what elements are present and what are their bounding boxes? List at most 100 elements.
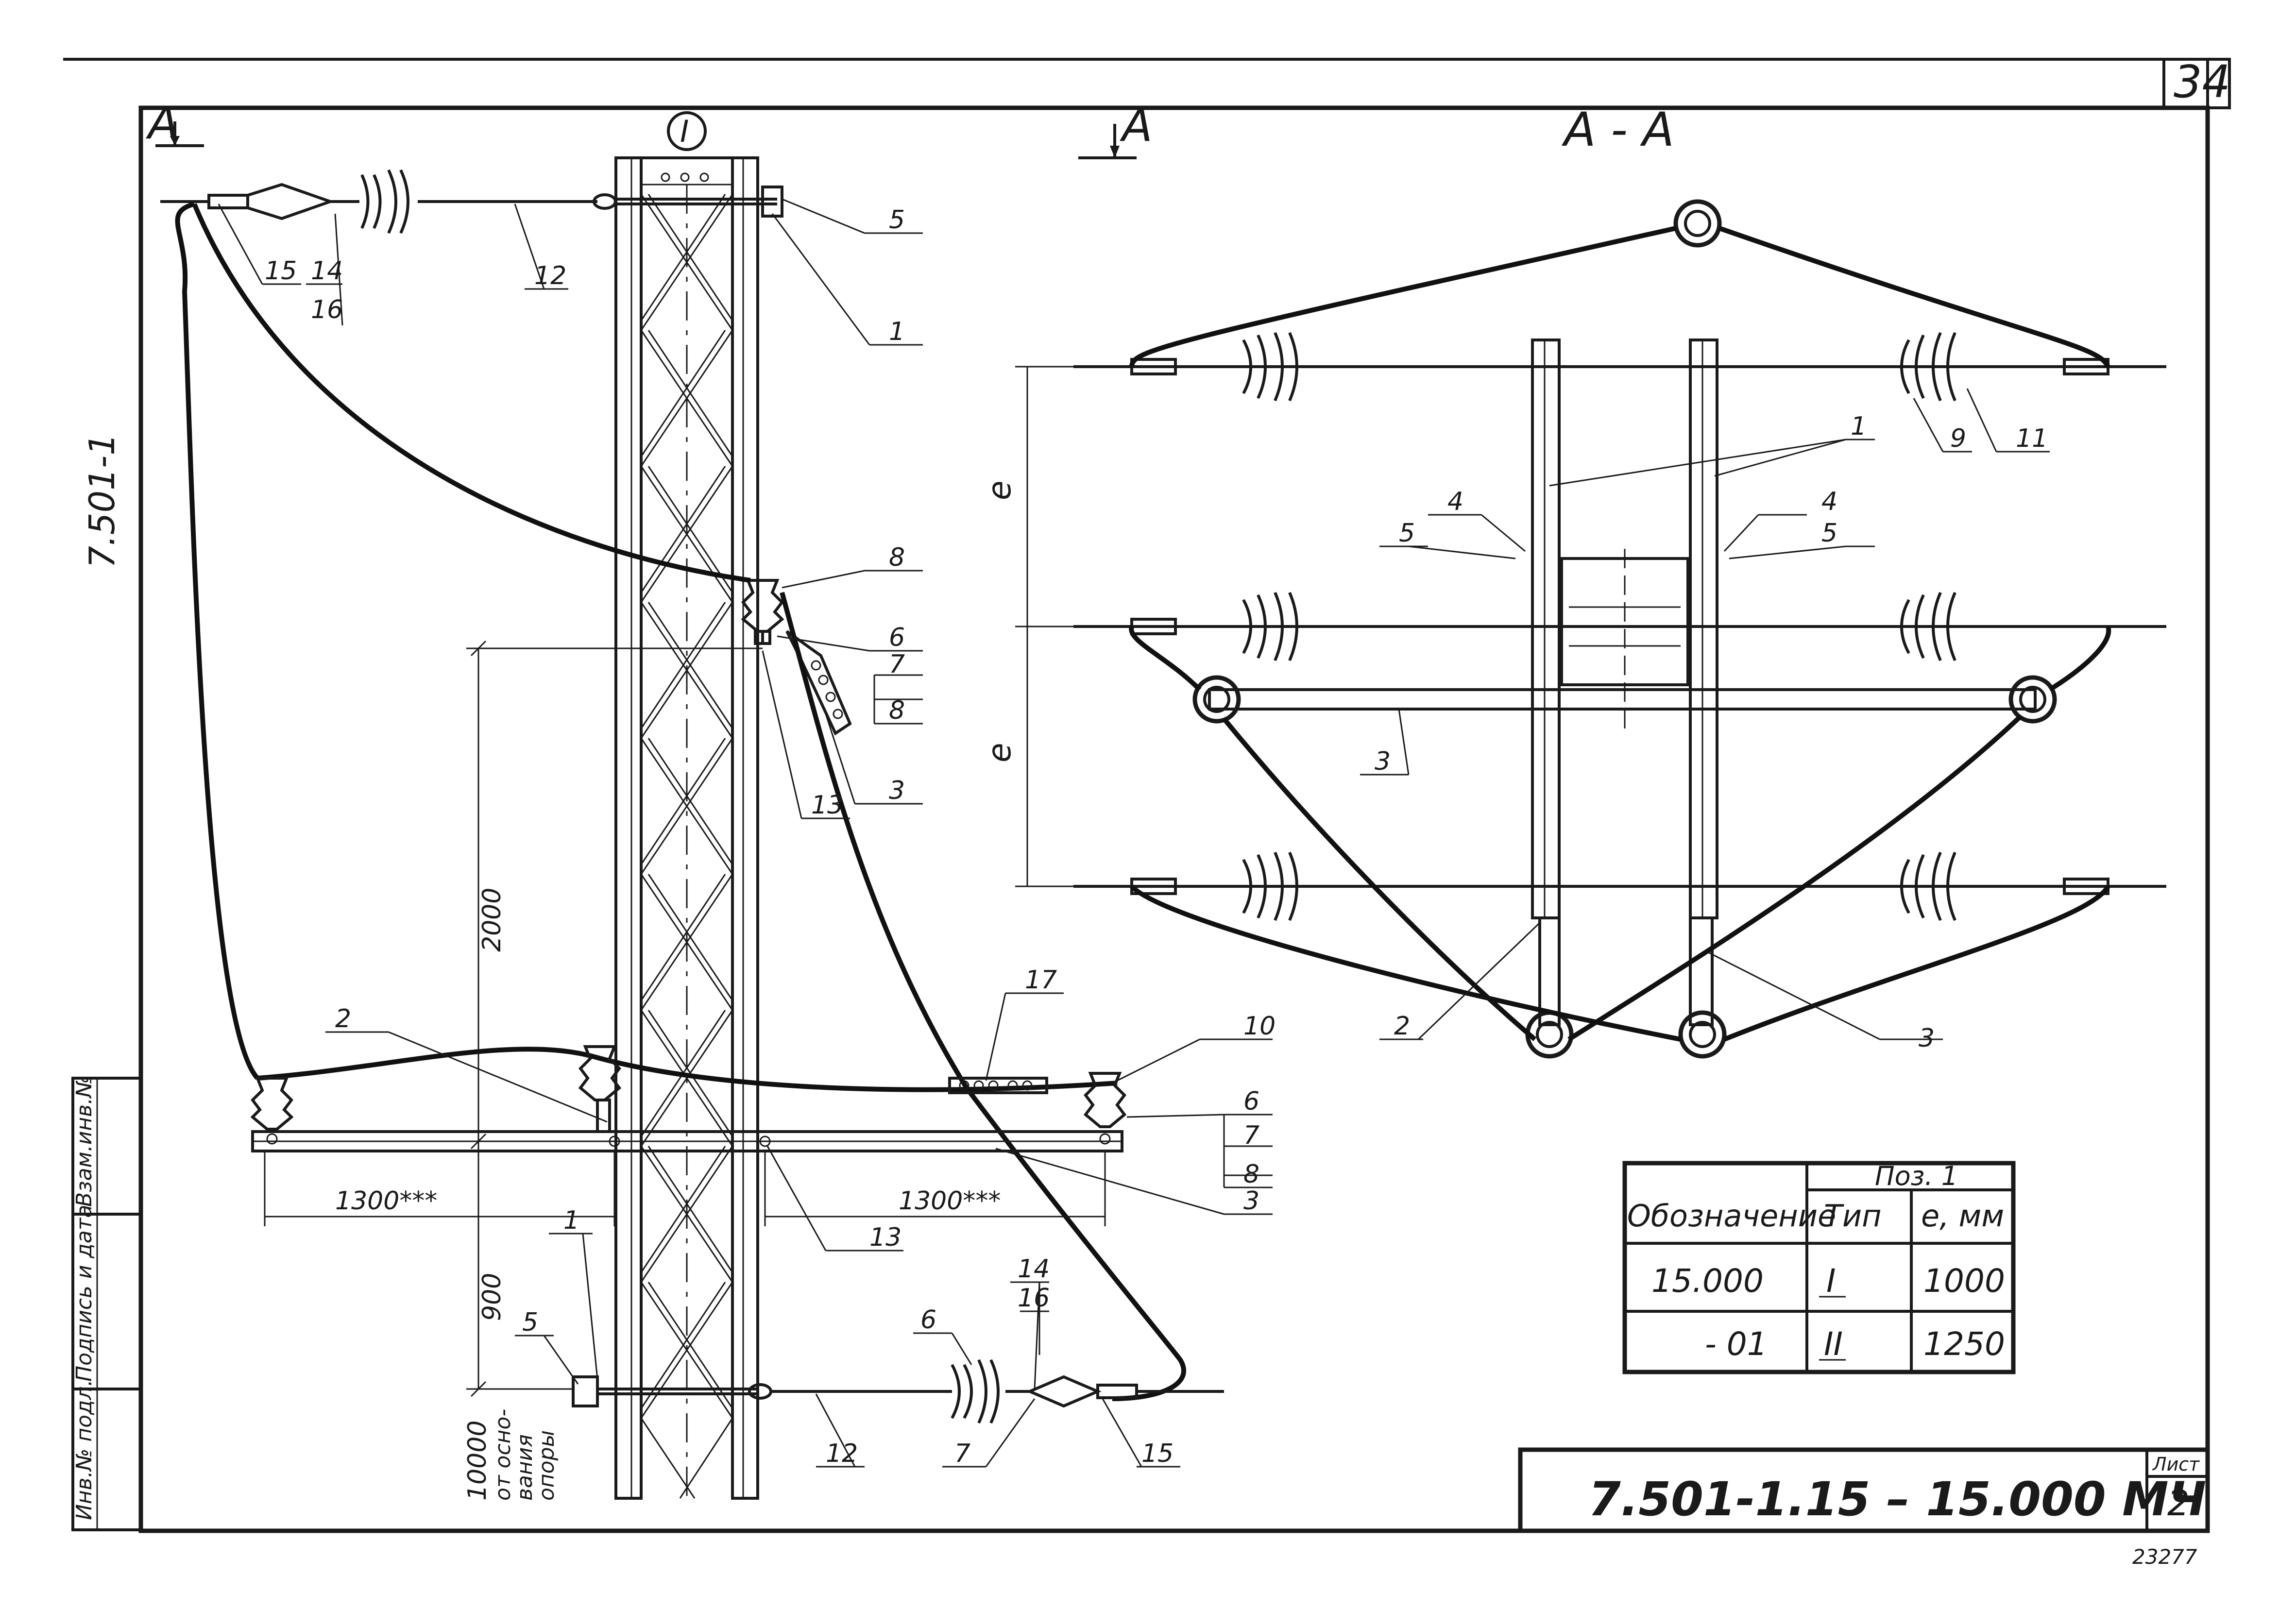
pole-mark-circle — [667, 111, 707, 151]
callout-3-mid: 3 — [889, 776, 905, 805]
dim-2000: 2000 — [477, 888, 507, 952]
parts-table — [1622, 1161, 2016, 1374]
page-corner-number: 34 — [2174, 56, 2230, 108]
table-row-1-type: I — [1826, 1262, 1836, 1300]
section-callout-5-right: 5 — [1821, 519, 1837, 548]
section-view — [1015, 199, 2166, 1059]
side-code: 7.501-1 — [82, 433, 122, 568]
stamp-inv-no: Инв.№ подл. — [72, 1379, 97, 1520]
section-cable-bottom-left — [1130, 884, 1681, 1042]
section-cable-bottom-right — [1723, 885, 2110, 1042]
callout-14-top: 14 — [311, 256, 343, 286]
cable-top-curve — [192, 203, 751, 583]
callout-6-low: 6 — [1243, 1087, 1259, 1116]
section-cable-mid-right — [2048, 626, 2111, 692]
archive-number: 23277 — [2132, 1545, 2197, 1569]
section-callout-4-right: 4 — [1821, 487, 1837, 516]
section-marker-right — [1078, 124, 1137, 159]
section-callout-11: 11 — [2016, 424, 2048, 453]
table-header-type: Тип — [1824, 1198, 1882, 1234]
stamp-replaced-inv: Взам.инв.№ — [72, 1075, 97, 1207]
callout-6-bot: 6 — [920, 1305, 936, 1335]
cable-right-run — [780, 592, 1186, 1401]
callout-14-bot: 14 — [1018, 1254, 1050, 1284]
stamp-signature-date: Подпись и дата — [72, 1205, 97, 1382]
table-row-2-type: II — [1824, 1325, 1843, 1363]
section-callout-4-left: 4 — [1447, 487, 1463, 516]
dim-base-note-2: вания — [512, 1434, 537, 1501]
section-cable-top-right — [1718, 226, 2110, 368]
table-row-2-length: 1250 — [1923, 1325, 2005, 1363]
bottom-strain-assembly — [572, 1359, 1224, 1424]
document-code: 7.501-1.15 – 15.000 МЧ — [1588, 1472, 2206, 1526]
lattice-pole — [614, 156, 759, 1500]
section-marker-right-label: A — [1120, 100, 1153, 152]
callout-2: 2 — [335, 1004, 351, 1033]
table-row-1-length: 1000 — [1923, 1262, 2005, 1300]
section-cable-top-left — [1129, 226, 1677, 367]
callout-16-top: 16 — [311, 295, 343, 324]
dim-base-note-1: от осно- — [491, 1409, 515, 1501]
table-header-group: Поз. 1 — [1875, 1161, 1958, 1191]
section-dim-e-bottom: e — [981, 743, 1018, 762]
pole-mark-label: I — [680, 114, 689, 149]
callout-5-low: 5 — [522, 1308, 538, 1337]
dim-span-left: 1300*** — [335, 1186, 437, 1216]
section-callout-3-right: 3 — [1919, 1024, 1935, 1053]
callout-1-low: 1 — [563, 1206, 579, 1235]
callout-3-low: 3 — [1243, 1186, 1259, 1216]
table-header-length: e, мм — [1921, 1198, 2004, 1234]
callout-15-bot: 15 — [1141, 1439, 1174, 1468]
section-leaders — [1360, 388, 2050, 1040]
dim-base-note-3: опоры — [534, 1430, 559, 1501]
callout-13-mid: 13 — [811, 791, 843, 820]
dim-span-right: 1300*** — [899, 1186, 1001, 1216]
callout-13-low: 13 — [869, 1223, 901, 1252]
section-title: A - A — [1561, 102, 1674, 157]
table-row-1-designation: 15.000 — [1651, 1262, 1764, 1300]
section-callout-9: 9 — [1950, 424, 1966, 453]
section-callout-2: 2 — [1394, 1012, 1410, 1041]
lower-cross-arm — [250, 1045, 1127, 1152]
table-row-2-designation: - 01 — [1705, 1325, 1768, 1363]
section-marker-left-label: A — [146, 97, 179, 149]
table-header-designation: Обозначение — [1627, 1198, 1836, 1234]
section-cable-diag-right — [1567, 714, 2023, 1042]
front-dimensions — [264, 640, 1106, 1397]
dim-900: 900 — [477, 1273, 507, 1321]
cable-lower-sag — [257, 1047, 1118, 1092]
callout-5-top: 5 — [889, 205, 905, 235]
stamp-column — [71, 1077, 142, 1531]
section-callouts: 1 9 11 4 5 4 5 3 2 3 e e — [981, 412, 2048, 1053]
callout-10: 10 — [1243, 1012, 1276, 1041]
callout-8-low: 8 — [1243, 1160, 1259, 1189]
front-leaders — [218, 198, 1273, 1468]
sheet-frame — [63, 58, 2231, 1533]
callout-7-mid: 7 — [889, 650, 905, 679]
callout-7-bot: 7 — [954, 1439, 970, 1468]
callout-6-mid: 6 — [889, 623, 905, 652]
title-block — [1518, 1447, 2210, 1533]
dim-10000: 10000 — [463, 1421, 492, 1501]
section-callout-1: 1 — [1851, 412, 1867, 441]
callout-12-top: 12 — [534, 261, 566, 290]
callout-7-low: 7 — [1243, 1121, 1259, 1150]
cable-left-drop — [175, 202, 259, 1080]
callout-15-top: 15 — [265, 256, 297, 286]
front-callouts: 15 14 16 12 5 1 8 6 7 8 13 3 2 17 10 6 7… — [265, 205, 1276, 1468]
section-callout-3-left: 3 — [1375, 747, 1391, 776]
top-strain-assembly — [160, 169, 783, 234]
section-marker-left — [155, 121, 204, 147]
section-callout-5-left: 5 — [1399, 519, 1415, 548]
callout-8: 8 — [889, 543, 905, 572]
callout-1-top: 1 — [889, 317, 905, 346]
callout-16-bot: 16 — [1018, 1284, 1050, 1313]
section-dim-e-top: e — [981, 480, 1018, 500]
callout-8-mid: 8 — [889, 696, 905, 725]
callout-17: 17 — [1025, 965, 1057, 995]
sheet-list-number: 2 — [2167, 1483, 2190, 1524]
callout-12-bot: 12 — [826, 1439, 858, 1468]
sheet-list-label: Лист — [2152, 1454, 2200, 1475]
section-cable-mid-left — [1129, 626, 1202, 692]
